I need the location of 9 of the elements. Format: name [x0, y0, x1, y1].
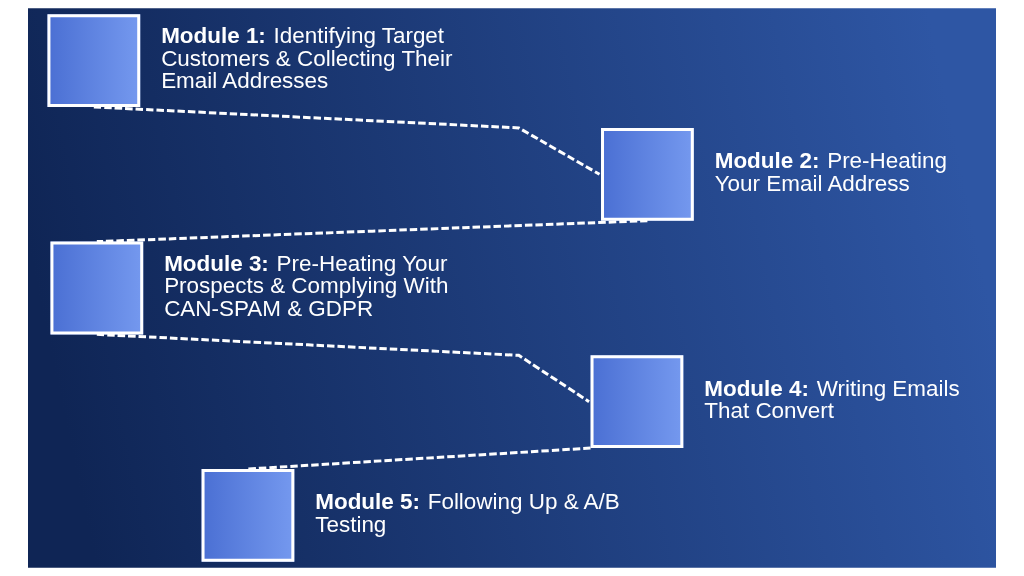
connector: [247, 446, 591, 471]
node-label: Module 2: Pre-Heating Your Email Address: [714, 148, 947, 196]
node-label: Module 4: Writing Emails That Convert: [704, 375, 960, 424]
node-label: Module 1: Identifying Target Customers & Collecting Their Email Addresses: [161, 23, 453, 94]
connector: [93, 105, 601, 176]
connector: [96, 219, 648, 244]
node-label: Module 3: Pre-Heating Your Prospects & Complying With CAN-SPAM & GDPR: [164, 250, 449, 321]
connector: [96, 332, 590, 403]
node-label: Module 5: Following Up & A/B Testing: [315, 489, 620, 537]
